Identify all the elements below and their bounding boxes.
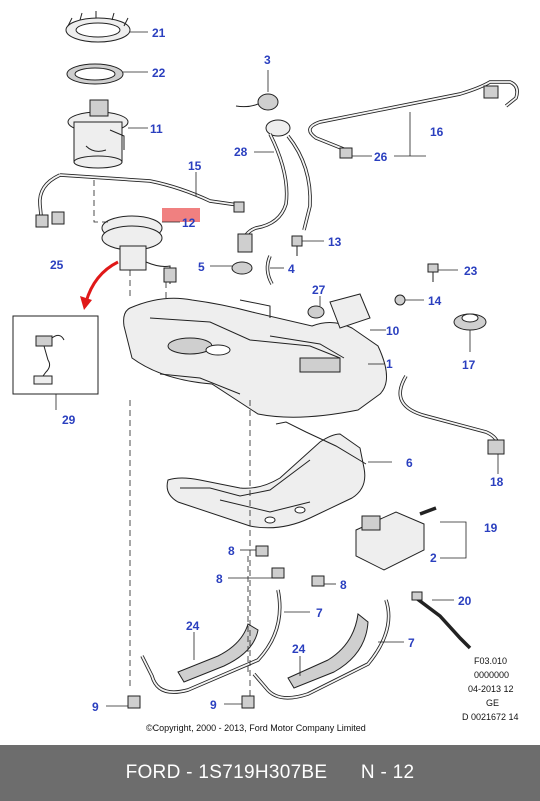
part-strap-7a xyxy=(140,589,282,694)
page-label: N - 12 xyxy=(360,762,415,783)
callout-7b: 7 xyxy=(408,636,415,650)
part-connector-26 xyxy=(339,147,353,159)
part-bolt-9a xyxy=(127,695,141,709)
callout-labels: 1 2 3 4 5 6 7 7 8 8 8 9 9 10 11 12 13 14… xyxy=(50,26,504,714)
callout-16: 16 xyxy=(430,125,444,139)
callout-8c: 8 xyxy=(340,578,347,592)
part-clamp-5 xyxy=(231,261,253,275)
red-arrow-icon xyxy=(84,260,119,303)
callout-27: 27 xyxy=(312,283,326,297)
part-valve-27 xyxy=(307,305,325,319)
part-filler-pipe xyxy=(237,119,312,253)
callout-18: 18 xyxy=(490,475,504,489)
footer-spacer xyxy=(327,762,360,784)
callout-15: 15 xyxy=(188,159,202,173)
part-seal xyxy=(66,63,124,85)
callout-25: 25 xyxy=(50,258,64,272)
part-hose-4 xyxy=(265,255,274,285)
callout-10: 10 xyxy=(386,324,400,338)
callout-9b: 9 xyxy=(210,698,217,712)
callout-19: 19 xyxy=(484,521,498,535)
callout-9a: 9 xyxy=(92,700,99,714)
copyright-text: ©Copyright, 2000 - 2013, Ford Motor Comp… xyxy=(146,723,366,733)
fuel-system-diagram: 1 2 3 4 5 6 7 7 8 8 8 9 9 10 11 12 13 14… xyxy=(12,11,519,733)
callout-8a: 8 xyxy=(228,544,235,558)
callout-28: 28 xyxy=(234,145,248,159)
callout-13: 13 xyxy=(328,235,342,249)
part-stud-23 xyxy=(427,263,439,282)
callout-26: 26 xyxy=(374,150,388,164)
part-number-label: FORD - 1S719H307BE xyxy=(125,762,328,783)
part-filler-cap xyxy=(235,93,279,111)
callout-4: 4 xyxy=(288,262,295,276)
footer-bar: FORD - 1S719H307BE N - 12 xyxy=(0,745,540,801)
part-sensor-20 xyxy=(411,591,472,650)
part-bolt-8c xyxy=(311,575,325,587)
part-bracket-10 xyxy=(329,293,371,329)
part-insulator-24a xyxy=(177,623,259,683)
callout-24b: 24 xyxy=(292,642,306,656)
part-nut-14 xyxy=(394,294,406,306)
callout-6: 6 xyxy=(406,456,413,470)
ref-line-3: 04-2013 12 xyxy=(468,684,514,694)
ref-line-2: 0000000 xyxy=(474,670,509,680)
part-wiring-harness xyxy=(35,173,245,228)
ref-line-1: F03.010 xyxy=(474,656,507,666)
part-vent-line xyxy=(308,80,519,152)
callout-8b: 8 xyxy=(216,572,223,586)
callout-17: 17 xyxy=(462,358,476,372)
part-insulator-24b xyxy=(287,613,369,689)
callout-5: 5 xyxy=(198,260,205,274)
reference-block: F03.010 0000000 04-2013 12 GE D 0021672 … xyxy=(462,656,519,722)
part-bolt-13 xyxy=(291,235,303,256)
part-fuel-line-18 xyxy=(398,375,505,455)
part-heat-shield xyxy=(166,421,367,529)
part-fuel-tank xyxy=(123,297,387,418)
callout-11: 11 xyxy=(150,122,163,136)
callout-29: 29 xyxy=(62,413,76,427)
callout-3: 3 xyxy=(264,53,271,67)
callout-20: 20 xyxy=(458,594,472,608)
callout-14: 14 xyxy=(428,294,442,308)
part-bolt-8b xyxy=(271,567,285,579)
callout-24a: 24 xyxy=(186,619,200,633)
part-fuel-level-sender xyxy=(101,208,200,284)
ref-line-4: GE xyxy=(486,698,499,708)
part-locking-ring xyxy=(65,11,131,43)
ref-line-5: D 0021672 14 xyxy=(462,712,519,722)
callout-22: 22 xyxy=(152,66,166,80)
part-bolt-8a xyxy=(255,545,269,557)
part-bolt-9b xyxy=(241,695,255,709)
part-fuel-pump-module xyxy=(67,99,129,169)
part-grommet-17 xyxy=(453,313,487,331)
part-strap-7b xyxy=(252,599,391,700)
callout-21: 21 xyxy=(152,26,166,40)
callout-7a: 7 xyxy=(316,606,323,620)
callout-1: 1 xyxy=(386,357,393,371)
part-carbon-canister xyxy=(355,506,437,571)
callout-2: 2 xyxy=(430,551,437,565)
callout-12: 12 xyxy=(182,216,196,230)
inset-level-sender xyxy=(12,315,99,395)
callout-23: 23 xyxy=(464,264,478,278)
